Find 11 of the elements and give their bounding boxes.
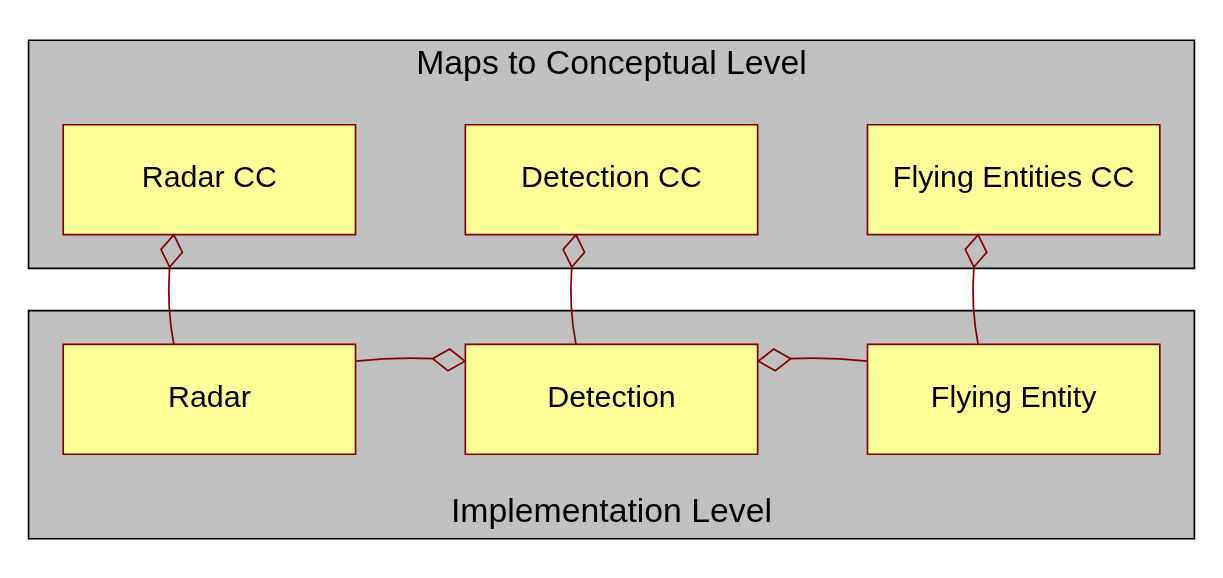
connector (562, 232, 586, 345)
node-box: Detection CC (464, 123, 759, 235)
connector (964, 232, 988, 345)
node-box: Radar CC (62, 123, 357, 235)
connector (756, 347, 868, 372)
node-box: Radar (62, 343, 357, 455)
node-box: Flying Entities CC (866, 123, 1161, 235)
node-box: Detection (464, 343, 759, 455)
connector (160, 232, 184, 345)
connector (355, 347, 467, 372)
node-box: Flying Entity (866, 343, 1161, 455)
